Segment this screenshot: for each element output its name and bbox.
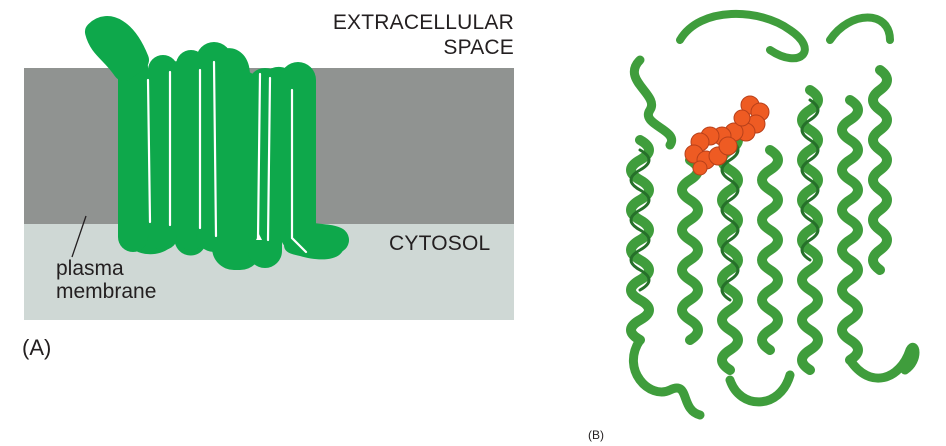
helix-7 xyxy=(280,62,316,252)
plasma-membrane-line2: membrane xyxy=(56,280,157,303)
extracellular-line2: SPACE xyxy=(443,36,514,59)
top-coil xyxy=(629,55,676,150)
ribbon-protein xyxy=(626,10,920,420)
backbone-lines xyxy=(146,60,308,254)
backbone-marker xyxy=(256,234,262,240)
top-loop-right xyxy=(826,13,894,44)
bottom-loop-right xyxy=(845,343,920,383)
top-loop-left xyxy=(676,10,809,63)
transmembrane-protein xyxy=(85,16,349,270)
n-terminus xyxy=(85,16,149,81)
extracellular-line1: EXTRACELLULAR xyxy=(332,11,514,34)
helix-shading xyxy=(629,98,820,302)
plasma-membrane-line1: plasma xyxy=(56,257,124,280)
membrane-pointer-line xyxy=(71,215,87,258)
helix-6 xyxy=(248,68,282,268)
bottom-loop-mid xyxy=(725,370,795,407)
helix-1 xyxy=(118,52,148,252)
panel-b-letter: (B) xyxy=(588,428,604,442)
helix-bundle xyxy=(626,65,892,375)
plasma-membrane-label: plasma membrane xyxy=(56,257,156,303)
bottom-loop-left xyxy=(629,335,705,420)
panel-a-letter: (A) xyxy=(22,335,52,360)
extracellular-space-label: EXTRACELLULAR SPACE xyxy=(333,10,514,60)
c-terminus xyxy=(285,219,349,253)
ligand-molecule xyxy=(684,95,770,176)
cytosol-label: CYTOSOL xyxy=(389,232,491,255)
